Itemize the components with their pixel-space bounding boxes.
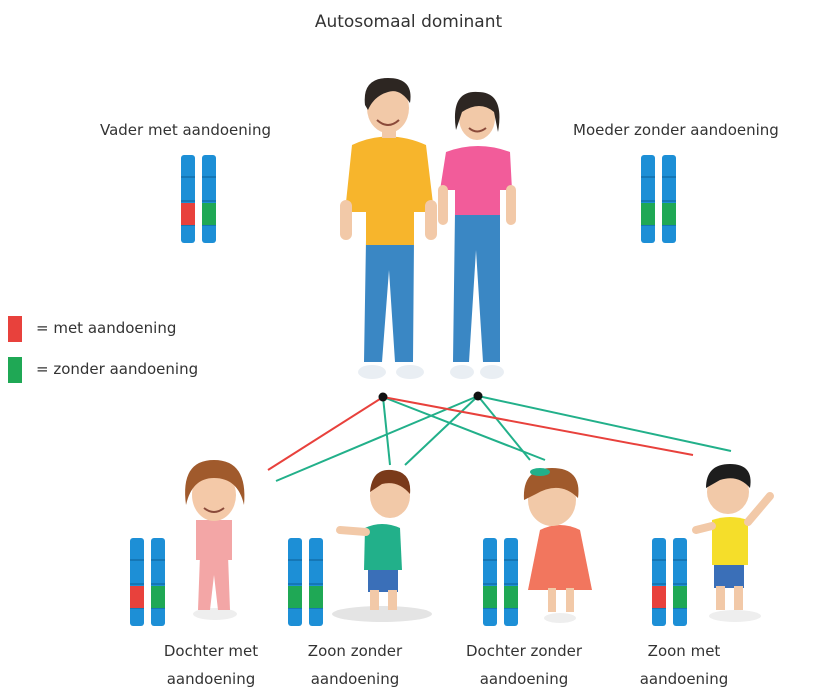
mother-line-to-daughter1	[275, 395, 479, 482]
father-figure	[340, 78, 437, 379]
mother-line-to-daughter2	[477, 395, 531, 461]
mother-line-to-son2	[477, 395, 732, 452]
chromosome	[673, 538, 687, 626]
allele-unaffected	[662, 203, 676, 225]
chromosome	[309, 538, 323, 626]
child3-chromosomes	[483, 538, 518, 626]
allele-unaffected	[202, 203, 216, 225]
allele-unaffected	[673, 586, 687, 608]
father-node	[378, 392, 388, 402]
mother-label: Moeder zonder aandoening	[573, 121, 779, 139]
child1-chromosomes	[130, 538, 165, 626]
chromosome	[652, 538, 666, 626]
chromosome	[202, 155, 216, 243]
father-line-to-son2	[382, 396, 694, 456]
allele-affected	[181, 203, 195, 225]
legend-unaffected-swatch	[8, 357, 22, 383]
allele-unaffected	[288, 586, 302, 608]
daughter1-figure	[185, 460, 245, 620]
inheritance-lines	[267, 395, 732, 482]
legend-affected-label: = met aandoening	[36, 319, 177, 337]
chromosome	[151, 538, 165, 626]
father-chromosomes	[181, 155, 216, 243]
allele-unaffected	[151, 586, 165, 608]
son2-figure	[692, 464, 774, 622]
diagram-title: Autosomaal dominant	[314, 12, 503, 32]
child2-chromosomes	[288, 538, 323, 626]
chromosome-layer	[130, 155, 687, 626]
chromosome	[288, 538, 302, 626]
mother-chromosomes	[641, 155, 676, 243]
mother-line-to-son1	[404, 395, 479, 466]
allele-unaffected	[309, 586, 323, 608]
daughter2-figure	[523, 468, 592, 623]
chromosome	[662, 155, 676, 243]
legend-unaffected-label: = zonder aandoening	[36, 360, 199, 378]
legend-affected-swatch	[8, 316, 22, 342]
allele-unaffected	[641, 203, 655, 225]
allele-unaffected	[504, 586, 518, 608]
chromosome	[504, 538, 518, 626]
father-line-to-daughter2	[382, 396, 546, 461]
allele-affected	[652, 586, 666, 608]
mother-node	[473, 391, 483, 401]
chromosome	[641, 155, 655, 243]
child-label-4: Zoon met aandoening	[639, 642, 729, 688]
son1-figure	[332, 469, 432, 622]
father-line-to-son1	[382, 396, 391, 466]
father-label: Vader met aandoening	[100, 121, 271, 139]
chromosome	[181, 155, 195, 243]
father-line-to-daughter1	[267, 396, 384, 471]
mother-figure	[438, 91, 516, 379]
child-label-3: Dochter zonder aandoening	[465, 642, 582, 688]
allele-affected	[130, 586, 144, 608]
child4-chromosomes	[652, 538, 687, 626]
child-label-2: Zoon zonder aandoening	[307, 642, 403, 688]
child-label-1: Dochter met aandoening	[163, 642, 259, 688]
chromosome	[483, 538, 497, 626]
allele-unaffected	[483, 586, 497, 608]
chromosome	[130, 538, 144, 626]
